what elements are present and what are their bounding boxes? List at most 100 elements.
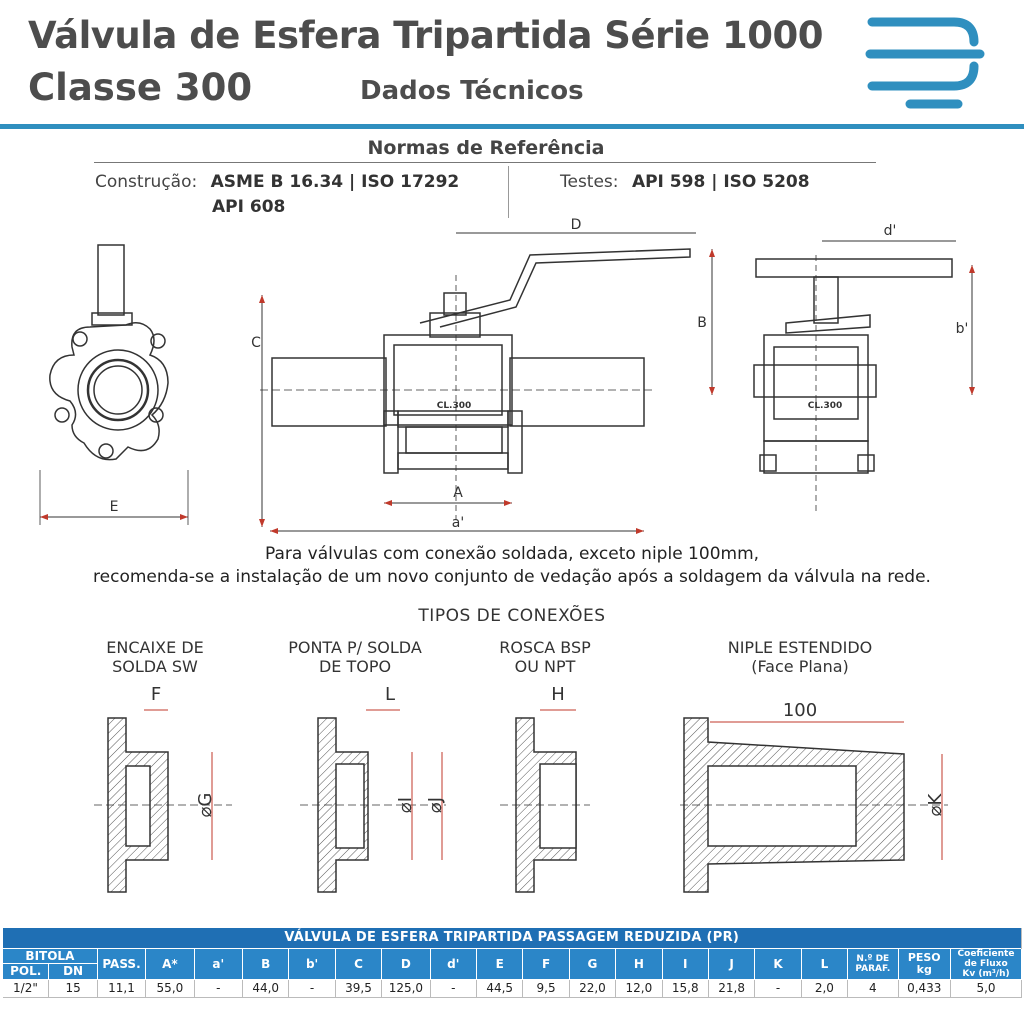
header-parafusos-line1: N.º DE: [856, 953, 890, 964]
header-peso-line1: PESO: [907, 950, 941, 964]
cell-pass: 11,1: [97, 979, 147, 998]
cl300-marking: CL.300: [437, 401, 472, 411]
cell-e: 44,5: [476, 979, 524, 998]
header-b: B: [242, 947, 290, 980]
table-title: VÁLVULA DE ESFERA TRIPARTIDA PASSAGEM RE…: [2, 928, 1022, 948]
header-kv: Coeficiente de Fluxo Kv (m³/h): [949, 947, 1023, 980]
connection-thread-line1: ROSCA BSP: [499, 638, 591, 657]
cell-b-prime: -: [288, 979, 336, 998]
cell-l: 2,0: [801, 979, 849, 998]
connection-sw-line1: ENCAIXE DE: [106, 638, 204, 657]
normas-testes: Testes: API 598 | ISO 5208: [560, 172, 810, 192]
header-pol: POL.: [1, 963, 50, 980]
cell-d: 125,0: [381, 979, 431, 998]
testes-value: API 598 | ISO 5208: [631, 172, 810, 192]
normas-title: Normas de Referência: [367, 137, 605, 159]
connection-thread-line2: OU NPT: [514, 657, 576, 676]
dim-E-label: E: [110, 499, 119, 515]
table-row: 1/2" 15 11,1 55,0 - 44,0 - 39,5 125,0 - …: [2, 979, 1023, 998]
connection-type-thread: ROSCA BSP OU NPT: [480, 638, 610, 676]
threaded-drawing: [500, 717, 590, 893]
connection-bw-line2: DE TOPO: [318, 657, 392, 676]
header-divider: [0, 124, 1024, 129]
dim-b-prime-label: b': [956, 321, 969, 337]
header-kv-line1: Coeficiente: [957, 948, 1015, 959]
cell-a-prime: -: [194, 979, 244, 998]
page-title-class: Classe 300: [28, 66, 253, 109]
cell-b: 44,0: [242, 979, 290, 998]
header-k: K: [754, 947, 802, 980]
header-f: F: [522, 947, 570, 980]
note-line-1: Para válvulas com conexão soldada, excet…: [264, 544, 760, 564]
header-kv-line2: de Fluxo: [964, 958, 1008, 969]
header-a-prime: a': [193, 947, 244, 980]
dim-G-label: ⌀G: [195, 793, 216, 818]
dim-D-label: D: [571, 217, 582, 233]
header-b-prime: b': [288, 947, 336, 980]
butt-weld-drawing: [300, 717, 446, 893]
cell-peso: 0,433: [898, 979, 951, 998]
header-dn: DN: [48, 963, 98, 980]
cell-parafusos: 4: [847, 979, 899, 998]
dim-A-label: A: [453, 485, 463, 501]
header-kv-line3: Kv (m³/h): [962, 968, 1010, 979]
connection-type-sw: ENCAIXE DE SOLDA SW: [80, 638, 230, 676]
connection-types-drawings: F ⌀G L ⌀I ⌀J H 100 ⌀K: [94, 684, 948, 893]
side-view-drawing: [753, 255, 953, 515]
header-a-star: A*: [145, 947, 195, 980]
connection-nipple-line2: (Face Plana): [751, 657, 849, 676]
cell-c: 39,5: [335, 979, 383, 998]
dim-J-label: ⌀J: [425, 797, 446, 813]
connection-bw-line1: PONTA P/ SOLDA: [288, 638, 422, 657]
dim-d-prime-label: d': [884, 223, 897, 239]
header-d-prime: d': [429, 947, 477, 980]
header-peso-line2: kg: [916, 962, 932, 976]
cl300-marking-side: CL.300: [808, 401, 843, 411]
socket-weld-drawing: [94, 717, 232, 893]
cell-d-prime: -: [430, 979, 477, 998]
header-j: J: [707, 947, 756, 980]
dim-L-label: L: [385, 684, 395, 705]
dim-F-label: F: [151, 684, 161, 705]
extended-nipple-drawing: [680, 717, 948, 893]
header-pass: PASS.: [96, 947, 147, 980]
note-line-2: recomenda-se a instalação de um novo con…: [93, 567, 931, 587]
connection-type-nipple: NIPLE ESTENDIDO (Face Plana): [700, 638, 900, 676]
header-i: I: [661, 947, 709, 980]
connection-type-bw: PONTA P/ SOLDA DE TOPO: [270, 638, 440, 676]
cell-dn: 15: [48, 979, 98, 998]
cell-i: 15,8: [662, 979, 709, 998]
connection-nipple-line1: NIPLE ESTENDIDO: [727, 638, 873, 657]
normas-column-divider: [508, 166, 509, 218]
header-g: G: [568, 947, 617, 980]
construcao-value-2: API 608: [212, 197, 286, 217]
cell-a-star: 55,0: [145, 979, 195, 998]
testes-label: Testes:: [560, 172, 619, 192]
header-c: C: [334, 947, 383, 980]
header-h: H: [615, 947, 663, 980]
page-subtitle: Dados Técnicos: [360, 76, 584, 106]
normas-construcao: Construção: ASME B 16.34 | ISO 17292: [95, 172, 459, 192]
construcao-label: Construção:: [95, 172, 198, 192]
header-d: D: [381, 947, 431, 980]
brand-logo-icon: [865, 17, 985, 109]
cell-k: -: [754, 979, 802, 998]
header-parafusos-line2: PARAF.: [855, 963, 891, 974]
dim-a-prime-label: a': [452, 515, 464, 531]
cell-g: 22,0: [569, 979, 617, 998]
header-peso: PESO kg: [897, 947, 951, 980]
header-l: L: [800, 947, 849, 980]
cell-kv: 5,0: [950, 979, 1023, 998]
cell-h: 12,0: [615, 979, 663, 998]
header-bitola: BITOLA: [2, 947, 98, 964]
normas-divider: [94, 162, 876, 163]
specs-table: VÁLVULA DE ESFERA TRIPARTIDA PASSAGEM RE…: [1, 928, 1023, 998]
page-title: Válvula de Esfera Tripartida Série 1000: [28, 14, 823, 57]
dim-I-label: ⌀I: [395, 797, 416, 813]
header-e: E: [475, 947, 524, 980]
cell-pol: 1/2": [2, 979, 50, 998]
valve-technical-drawings: D B C A a' E d' b' CL.300 CL.300: [39, 217, 975, 534]
normas-construcao-2: API 608: [212, 197, 285, 217]
cell-f: 9,5: [522, 979, 570, 998]
front-view-drawing: [260, 248, 691, 520]
